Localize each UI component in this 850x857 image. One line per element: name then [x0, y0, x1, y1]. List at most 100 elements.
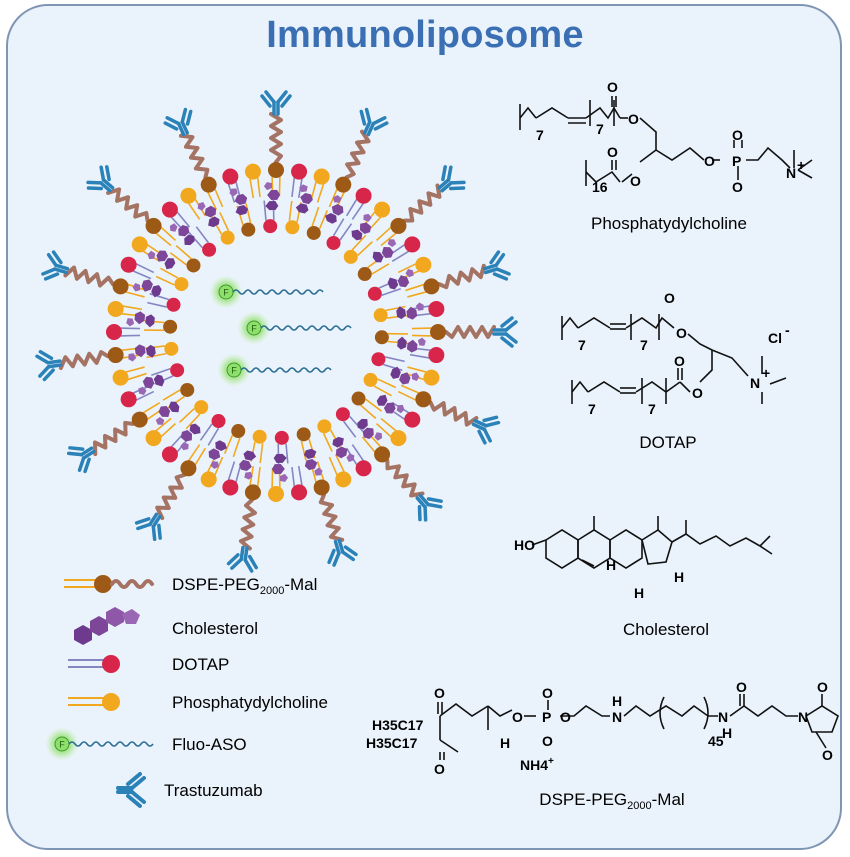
antibody-arm	[165, 116, 181, 126]
dspe-caption-sub: 2000	[627, 800, 651, 812]
sterol-ring	[333, 195, 342, 203]
cholesterol-molecule	[390, 366, 420, 385]
inner-headgroup	[335, 407, 350, 422]
lipid-tail	[132, 270, 152, 280]
pc-label-o5: O	[704, 153, 715, 169]
lipid-tail	[185, 413, 201, 430]
antibody-arm	[489, 250, 501, 265]
antibody-arm	[54, 263, 70, 271]
inner-headgroup	[164, 341, 179, 356]
legend-label-fluo-aso: Fluo-ASO	[172, 735, 247, 754]
antibody-arm	[46, 253, 58, 268]
dspe-label-om3: O	[817, 679, 828, 695]
chol-label-h2: H	[674, 569, 684, 585]
trastuzumab-antibody	[415, 493, 443, 522]
dspe-label-nh1-h: H	[612, 693, 622, 709]
structure-dspe-labels: H35C17 H35C17 O O O O P O O H N H 45 N H…	[366, 679, 833, 812]
dspe-caption-suffix: -Mal	[652, 790, 685, 809]
inner-headgroup	[194, 400, 209, 415]
lipid-tail	[316, 183, 325, 203]
sterol-ring	[406, 306, 418, 320]
dspe-label-oc: O	[512, 709, 523, 725]
lipid-tail	[397, 390, 417, 402]
antibody-arm	[504, 332, 518, 344]
legend-item-pc: Phosphatydylcholine	[68, 693, 328, 712]
sterol-ring	[151, 285, 162, 298]
sterol-ring	[362, 427, 374, 439]
dspe-label-nh4-plus: +	[548, 756, 554, 767]
cholesterol-molecule	[376, 394, 405, 414]
lipid-tail	[187, 444, 201, 462]
inner-headgroup	[363, 372, 378, 387]
cholesterol-icon	[74, 607, 140, 645]
sterol-ring	[239, 459, 252, 471]
lipid-tail	[256, 466, 261, 488]
lipid-tail	[375, 226, 392, 241]
fluo-aso-cargo: F F F	[209, 275, 352, 387]
antibody-arm	[363, 120, 372, 135]
sterol-ring	[156, 250, 169, 262]
antibody-arm	[53, 267, 69, 275]
antibody-arm	[449, 180, 466, 185]
inner-headgroup	[174, 277, 189, 292]
lipid-tail	[361, 436, 376, 453]
sterol-ring	[271, 463, 285, 475]
sterol-ring	[267, 189, 281, 201]
sterol-ring	[273, 453, 287, 464]
dspe-label-od: O	[542, 685, 553, 701]
lipid-tail	[328, 456, 338, 476]
inner-headgroup	[180, 382, 195, 397]
lipid-tail	[263, 200, 267, 221]
antibody-arm	[417, 504, 422, 522]
lipid-tail	[407, 366, 427, 373]
legend-label-dspe-sub: 2000	[260, 585, 284, 597]
pc-label-16: 16	[592, 179, 608, 195]
phosphatidylcholine-icon	[68, 693, 120, 711]
antibody-arm	[495, 267, 511, 276]
inner-headgroup	[357, 267, 372, 282]
sterol-ring	[397, 336, 407, 350]
antibody-arm	[157, 523, 162, 540]
peg-chain	[238, 498, 257, 551]
lipid-tail	[256, 176, 261, 198]
outer-headgroup	[131, 236, 148, 253]
lipid-tail	[176, 211, 191, 228]
dotap-label-o1: O	[664, 290, 675, 306]
lipid-tail	[371, 263, 390, 275]
fluo-aso-3: F	[217, 353, 332, 387]
sterol-ring	[351, 229, 363, 241]
antibody-arm	[77, 456, 86, 472]
outer-headgroup	[107, 347, 124, 364]
pc-label-o2: O	[628, 111, 639, 127]
cholesterol-molecule	[351, 213, 372, 241]
cholesterol-molecule	[263, 182, 281, 211]
sterol-ring	[141, 279, 153, 292]
inner-headgroup	[326, 235, 341, 250]
dspe-label-oa: O	[434, 685, 445, 701]
antibody-arm	[43, 272, 60, 281]
sterol-ring	[210, 461, 219, 469]
trastuzumab-antibody	[66, 446, 96, 474]
cholesterol-molecule	[147, 250, 176, 270]
antibody-arm	[46, 363, 63, 369]
sterol-ring	[325, 213, 337, 224]
lipid-tail	[291, 466, 296, 488]
antibody-arm	[366, 121, 376, 137]
lipid-tail	[187, 202, 201, 220]
antibody-arm	[105, 165, 111, 182]
cholesterol-molecule	[303, 448, 323, 476]
outer-headgroup	[120, 256, 137, 273]
antibody-arm	[343, 545, 358, 557]
trastuzumab-antibody	[437, 165, 466, 193]
sterol-ring	[169, 223, 178, 232]
structure-dotap	[561, 314, 787, 404]
lipid-tail	[199, 423, 213, 441]
lipid-tail	[380, 232, 397, 247]
legend-label-trastuzumab: Trastuzumab	[164, 781, 263, 800]
sterol-ring	[263, 182, 272, 191]
trastuzumab-antibody	[482, 250, 511, 281]
antibody-arm	[482, 427, 492, 443]
cholesterol-molecule	[197, 202, 220, 228]
lipid-tail	[175, 245, 192, 260]
